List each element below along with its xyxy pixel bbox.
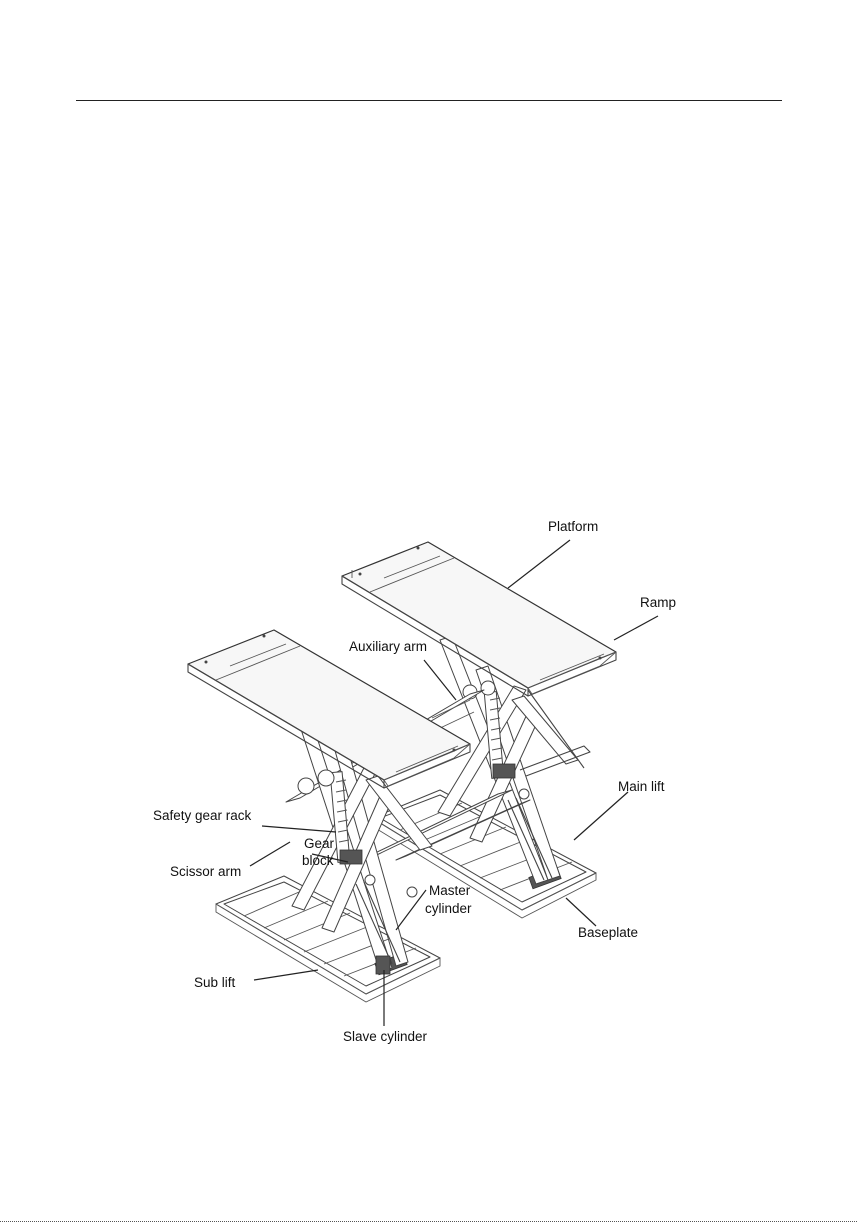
main-lift-leader	[574, 792, 628, 840]
label-master-cylinder-line1: Master	[429, 883, 471, 898]
label-main-lift: Main lift	[618, 779, 665, 794]
label-slave-cylinder: Slave cylinder	[343, 1029, 428, 1044]
label-safety-gear-rack: Safety gear rack	[153, 808, 252, 823]
footer-rule	[0, 1221, 857, 1222]
label-baseplate: Baseplate	[578, 925, 638, 940]
label-scissor-arm: Scissor arm	[170, 864, 241, 879]
sub-lift-leader	[254, 970, 318, 980]
left-platform-drawing	[188, 630, 470, 788]
label-gear-block-line1: Gear	[304, 836, 335, 851]
label-auxiliary-arm: Auxiliary arm	[349, 639, 427, 654]
label-sub-lift: Sub lift	[194, 975, 236, 990]
label-platform: Platform	[548, 519, 598, 534]
left-baseplate-drawing	[216, 876, 440, 1002]
baseplate-leader	[566, 898, 596, 926]
scissor-arm-leader	[250, 842, 290, 866]
label-gear-block-line2: block	[302, 853, 334, 868]
platform-leader	[508, 540, 570, 588]
safety-gear-rack-leader	[262, 826, 336, 832]
ramp-leader	[614, 616, 658, 640]
label-master-cylinder-line2: cylinder	[425, 901, 472, 916]
label-ramp: Ramp	[640, 595, 676, 610]
